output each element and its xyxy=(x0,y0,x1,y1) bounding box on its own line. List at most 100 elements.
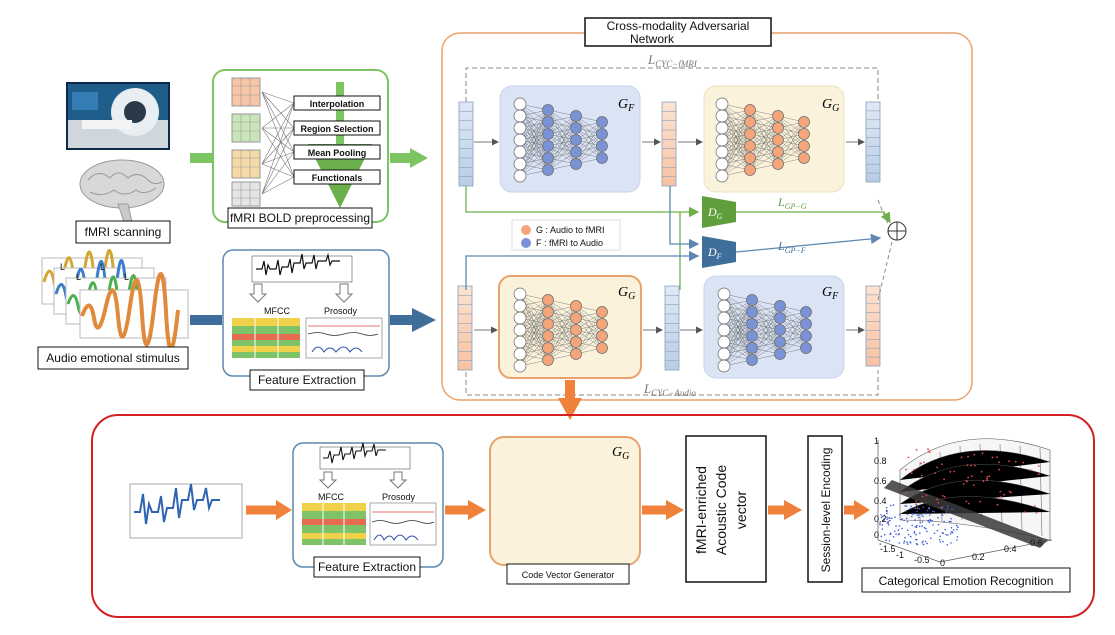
arrow-preproc-to-gan-head xyxy=(410,148,428,168)
top-gf-box xyxy=(499,85,641,193)
input-waveform xyxy=(129,483,243,539)
scatter-point-blue xyxy=(919,522,921,524)
bottom-prosody-label: Prosody xyxy=(382,492,416,502)
scatter-point-blue xyxy=(888,540,891,542)
scatter-point-blue xyxy=(933,510,935,513)
scatter-point-blue xyxy=(947,505,949,508)
scatter-point-red xyxy=(915,448,918,451)
cyc-fmri-to-sum xyxy=(877,199,889,225)
scatter-point-red xyxy=(1029,469,1032,471)
scatter-point-red xyxy=(1008,460,1010,462)
recognition-label: Categorical Emotion Recognition xyxy=(879,574,1054,588)
discriminator-df xyxy=(702,236,736,268)
scatter-point-red xyxy=(968,502,970,505)
vector-top-mid xyxy=(661,101,677,187)
mri-scanner-photo xyxy=(66,82,170,150)
scatter-point-red xyxy=(998,461,1000,464)
emotion-3d-plot: 1 0.8 0.6 0.4 0.2 0 -1.5 -1 -0.5 0 0.2 0… xyxy=(872,430,1060,570)
step-mean-pooling: Mean Pooling xyxy=(308,148,367,158)
scatter-point-red xyxy=(907,456,910,459)
title-box xyxy=(584,17,772,47)
scatter-point-blue xyxy=(904,536,906,539)
arrow-feature-to-gan-head xyxy=(412,308,436,332)
scatter-point-blue xyxy=(905,505,908,507)
scatter-point-red xyxy=(967,455,969,458)
scatter-point-blue xyxy=(953,513,956,515)
vector-audio-input xyxy=(457,285,473,371)
scatter-point-red xyxy=(916,507,919,509)
feature-extraction-label: Feature Extraction xyxy=(258,373,356,387)
scatter-point-blue xyxy=(931,519,933,522)
svg-text:0.8: 0.8 xyxy=(874,456,887,466)
scatter-point-blue xyxy=(882,519,884,522)
scatter-point-red xyxy=(1037,473,1040,476)
bottom-arrow-to-prosody xyxy=(388,471,408,489)
scatter-point-red xyxy=(943,496,946,498)
scatter-point-blue xyxy=(897,529,900,531)
scatter-point-red xyxy=(991,456,994,459)
session-encoding-label: Session-level Encoding xyxy=(819,448,833,573)
scatter-point-blue xyxy=(922,515,924,517)
scatter-point-blue xyxy=(922,506,924,508)
svg-text:0: 0 xyxy=(874,530,879,540)
arrow-wave-to-feature-head xyxy=(276,500,292,520)
scatter-point-blue xyxy=(946,544,949,546)
code-vector-text: fMRI-enriched Acoustic Code vector xyxy=(693,465,749,555)
arrow-feature-to-generator-head xyxy=(468,500,486,520)
discriminator-dg xyxy=(702,196,736,228)
green-discriminator-path xyxy=(465,186,891,290)
blue-discriminator-path xyxy=(465,186,882,290)
scatter-point-blue xyxy=(885,510,888,512)
scatter-point-blue xyxy=(928,519,930,522)
scatter-point-red xyxy=(921,474,923,477)
scatter-point-blue xyxy=(938,539,941,541)
bottom-mfcc-spectrogram xyxy=(302,503,366,545)
plot-ticks: 1 0.8 0.6 0.4 0.2 0 -1.5 -1 -0.5 0 0.2 0… xyxy=(874,436,1043,568)
scatter-point-blue xyxy=(947,534,949,536)
scatter-point-red xyxy=(941,495,944,497)
scatter-point-red xyxy=(999,490,1002,493)
legend-g: G : Audio to fMRI xyxy=(536,225,605,235)
scatter-point-blue xyxy=(956,539,958,541)
scatter-point-red xyxy=(1033,505,1036,507)
scatter-point-blue xyxy=(919,532,921,534)
scatter-point-blue xyxy=(883,518,885,520)
scatter-point-blue xyxy=(921,541,923,544)
svg-text:-1.5: -1.5 xyxy=(880,544,896,554)
scatter-point-red xyxy=(998,468,1000,471)
loss-cyc-audio: LCYC−Audio xyxy=(643,381,696,398)
loss-cyc-fmri: LCYC−fMRI xyxy=(647,52,698,69)
preproc-connections xyxy=(261,91,295,195)
cyc-audio-to-sum xyxy=(877,241,893,301)
scatter-point-blue xyxy=(887,524,890,526)
scatter-point-red xyxy=(986,479,989,482)
scatter-point-blue xyxy=(885,506,888,509)
scatter-point-blue xyxy=(898,542,900,544)
net-bottom-gf xyxy=(717,287,812,373)
scatter-point-blue xyxy=(880,535,883,538)
scatter-point-blue xyxy=(918,525,921,528)
scatter-point-blue xyxy=(956,524,958,527)
session-encoding-box xyxy=(807,435,843,583)
scatter-point-blue xyxy=(901,518,903,520)
scatter-point-blue xyxy=(889,504,892,507)
vector-bottom-mid xyxy=(664,285,680,371)
net-bottom-gg xyxy=(513,287,608,373)
scatter-point-blue xyxy=(930,537,932,539)
title-line2: Network xyxy=(630,32,675,46)
scatter-point-blue xyxy=(928,506,930,509)
svg-text:Acoustic Code: Acoustic Code xyxy=(713,465,729,555)
scatter-point-blue xyxy=(926,509,929,512)
bottom-arrow-to-mfcc xyxy=(318,471,338,489)
svg-text:-0.5: -0.5 xyxy=(914,555,930,565)
scatter-point-blue xyxy=(909,541,911,543)
arrow-session-to-plot-head xyxy=(854,500,870,520)
scatter-point-blue xyxy=(946,508,949,510)
scatter-point-blue xyxy=(951,531,954,534)
audio-stimulus-box xyxy=(37,346,189,370)
scatter-point-blue xyxy=(945,533,947,536)
df-label: DF xyxy=(707,245,722,261)
vector-audio-output xyxy=(865,285,881,367)
scatter-point-blue xyxy=(903,540,906,543)
